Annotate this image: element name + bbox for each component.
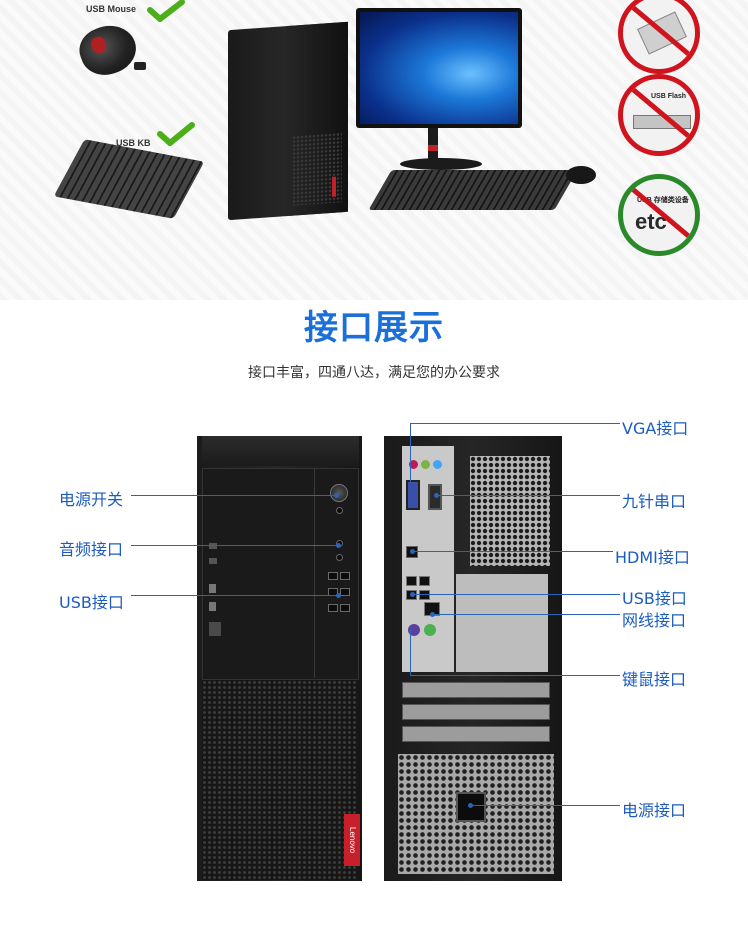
usb-port-icon xyxy=(419,576,430,586)
front-vent-grill xyxy=(202,680,357,880)
callout-line xyxy=(410,630,411,675)
expansion-slot xyxy=(402,704,550,720)
usb-mouse-image xyxy=(73,17,143,83)
callout-ps2: 键鼠接口 xyxy=(622,670,687,689)
usb-port-icon xyxy=(419,590,430,600)
callout-line xyxy=(436,495,620,496)
tower-top-cover xyxy=(202,436,359,466)
product-banner: USB Mouse USB KB USB Flash USB 存储类设备 etc xyxy=(0,0,748,300)
usb-port-icon xyxy=(340,572,350,580)
odd-eject-icon xyxy=(209,558,217,564)
callout-dot xyxy=(336,593,341,598)
callout-line xyxy=(131,495,336,496)
callout-power-socket: 电源接口 xyxy=(622,801,687,820)
prohibited-storage-icon: USB 存储类设备 etc xyxy=(618,174,700,256)
monitor-base xyxy=(400,158,482,170)
usb-port-icon xyxy=(406,576,417,586)
usb-port-icon xyxy=(340,588,350,596)
monitor-image xyxy=(356,8,522,128)
section-title: 接口展示 xyxy=(304,308,444,348)
rear-fan-grill xyxy=(470,456,550,566)
card-slot-icon xyxy=(209,622,221,636)
indicator-icon xyxy=(336,507,343,514)
callout-dot xyxy=(430,612,435,617)
callout-dot xyxy=(410,549,415,554)
rear-tower-image xyxy=(384,436,562,881)
mouse-image xyxy=(566,166,596,184)
callout-line xyxy=(131,595,338,596)
power-button-icon xyxy=(330,484,348,502)
callout-dot xyxy=(434,493,439,498)
audio-jack-icon xyxy=(409,460,418,469)
ps2-keyboard-port-icon xyxy=(408,624,420,636)
check-icon xyxy=(147,0,185,22)
callout-line xyxy=(470,805,620,806)
callout-line xyxy=(410,423,620,424)
audio-jack-icon xyxy=(421,460,430,469)
vga-port-icon xyxy=(406,480,420,510)
callout-power-switch: 电源开关 xyxy=(59,490,124,509)
front-tower-image: Lenovo xyxy=(197,436,362,881)
section-subtitle: 接口丰富，四通八达，满足您的办公要求 xyxy=(248,365,500,381)
usb-dongle-image xyxy=(134,62,146,70)
callout-dot xyxy=(336,543,341,548)
audio-jack-icon xyxy=(433,460,442,469)
card-reader-icon xyxy=(209,584,216,593)
usb-port-icon xyxy=(328,604,338,612)
callout-line xyxy=(432,614,620,615)
callout-serial: 九针串口 xyxy=(622,492,687,511)
usb-port-icon xyxy=(340,604,350,612)
check-icon xyxy=(157,122,195,146)
usb-mouse-label: USB Mouse xyxy=(86,4,137,14)
expansion-plate xyxy=(456,574,548,672)
monitor-accent xyxy=(428,145,438,151)
keyboard-image xyxy=(368,170,578,210)
ps2-mouse-port-icon xyxy=(424,624,436,636)
mic-jack-icon xyxy=(336,554,343,561)
usb-flash-label: USB Flash xyxy=(651,93,687,100)
callout-line xyxy=(412,594,620,595)
usb-keyboard-label: USB KB xyxy=(116,138,151,148)
callout-line xyxy=(410,675,620,676)
expansion-slot xyxy=(402,726,550,742)
prohibited-usb-flash-icon: USB Flash xyxy=(618,74,700,156)
callout-dot xyxy=(468,803,473,808)
odd-eject-icon xyxy=(209,543,217,549)
callout-lan: 网线接口 xyxy=(622,611,687,630)
callout-line xyxy=(410,423,411,483)
callout-audio-port: 音频接口 xyxy=(59,540,124,559)
lenovo-logo: Lenovo xyxy=(344,814,360,866)
desktop-tower-image xyxy=(228,21,348,221)
callout-front-usb: USB接口 xyxy=(59,593,124,612)
callout-line xyxy=(412,551,613,552)
bezel-divider xyxy=(314,468,315,678)
usb-port-icon xyxy=(328,572,338,580)
callout-hdmi: HDMI接口 xyxy=(615,548,690,567)
usb-storage-label: USB 存储类设备 xyxy=(637,197,689,204)
callout-line xyxy=(131,545,338,546)
prohibited-hdd-icon xyxy=(618,0,700,74)
card-reader-icon xyxy=(209,602,216,611)
callout-vga: VGA接口 xyxy=(622,419,689,438)
callout-dot xyxy=(410,592,415,597)
callout-dot xyxy=(334,493,339,498)
callout-rear-usb: USB接口 xyxy=(622,589,687,608)
expansion-slot xyxy=(402,682,550,698)
usb-keyboard-image xyxy=(53,139,205,219)
